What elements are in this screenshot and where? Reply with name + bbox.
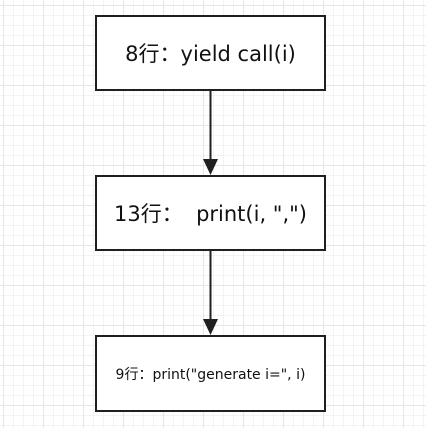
node-label: 9行：print("generate i=", i): [115, 366, 306, 383]
flow-node-line-9[interactable]: 9行：print("generate i=", i): [95, 335, 326, 412]
arrowhead-icon: [203, 319, 218, 335]
edge-node1-to-node2: [203, 91, 218, 175]
edge-node2-to-node3: [203, 251, 218, 335]
flow-node-line-13[interactable]: 13行： print(i, ","): [95, 175, 326, 251]
node-label: 13行： print(i, ","): [114, 202, 307, 226]
flow-node-line-8[interactable]: 8行：yield call(i): [95, 15, 326, 91]
node-label: 8行：yield call(i): [125, 42, 296, 66]
arrowhead-icon: [203, 159, 218, 175]
